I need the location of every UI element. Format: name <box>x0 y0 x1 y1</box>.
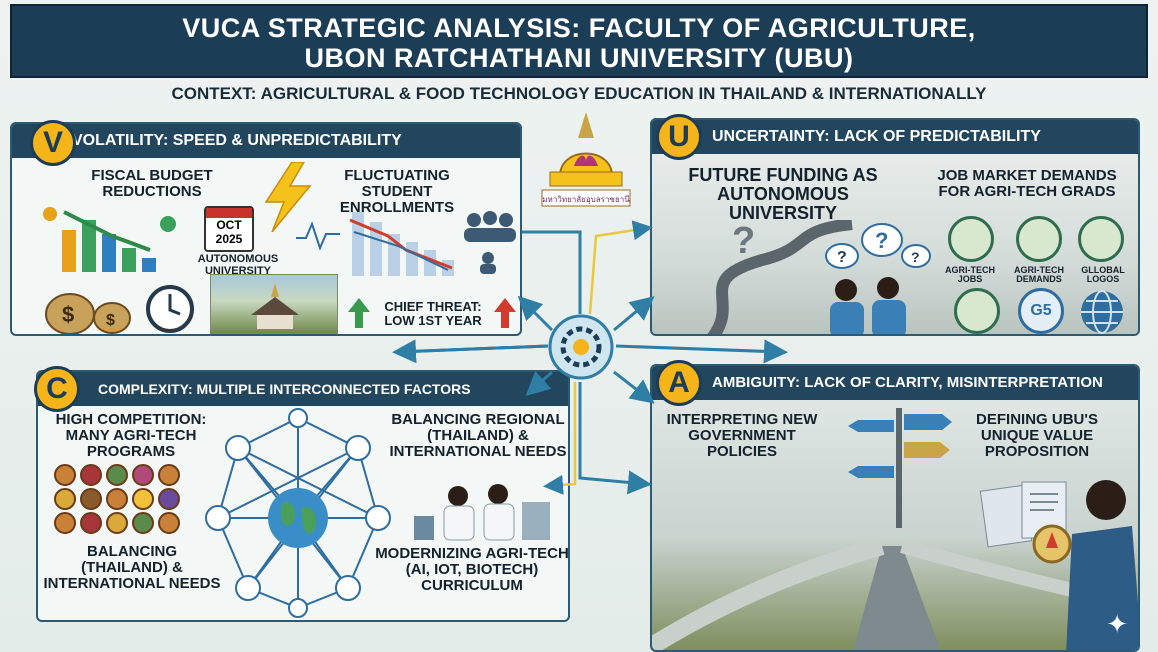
letter-v-badge: V <box>30 120 76 166</box>
svg-text:$: $ <box>62 302 74 327</box>
agri-tech-jobs-label: AGRI-TECH JOBS <box>945 265 995 285</box>
arrow-to-complexity <box>525 370 554 397</box>
clock-icon <box>146 285 194 333</box>
volatility-header: VOLATILITY: SPEED & UNPREDICTABILITY <box>12 124 520 158</box>
high-competition-label: HIGH COMPETITION: MANY AGRI-TECH PROGRAM… <box>55 411 207 460</box>
winding-road-icon <box>707 220 853 334</box>
arrow-down-link <box>578 382 652 495</box>
budget-chart-icon <box>43 207 176 272</box>
thinking-people-icon: ? ? ? <box>825 223 931 334</box>
arrow-to-ambiguity <box>613 370 655 404</box>
documents-icon <box>979 481 1067 548</box>
svg-text:?: ? <box>875 228 888 253</box>
calendar-month: OCT <box>216 218 242 232</box>
university-building-image <box>210 274 338 334</box>
job-market-label: JOB MARKET DEMANDS FOR AGRI-TECH GRADS <box>937 167 1117 200</box>
emblem-caption: มหาวิทยาลัยอุบลราชธานี <box>542 195 630 204</box>
enrollment-chart-icon <box>349 212 454 276</box>
volatility-keyword: VOLATILITY: <box>72 132 169 149</box>
arrow-top-link <box>522 230 582 314</box>
briefcase-icon <box>948 216 994 262</box>
svg-text:?: ? <box>837 249 847 266</box>
letter-a-badge: A <box>656 360 702 406</box>
title-line-2: UBON RATCHATHANI UNIVERSITY (UBU) <box>304 43 854 73</box>
up-arrow-icon <box>348 298 370 328</box>
man-with-compass-icon <box>1032 480 1138 650</box>
gear-hub-icon <box>548 314 614 380</box>
university-seal-icon <box>954 288 1000 334</box>
arrow-to-uncertainty <box>613 296 655 332</box>
signpost-icon <box>848 408 952 528</box>
budget-label: FISCAL BUDGET REDUCTIONS <box>91 167 213 200</box>
plant-hand-icon <box>1016 216 1062 262</box>
sparkle-icon: ✦ <box>1106 609 1128 639</box>
context-line: CONTEXT: AGRICULTURAL & FOOD TECHNOLOGY … <box>0 84 1158 104</box>
letter-u-badge: U <box>656 114 702 160</box>
compass-needle <box>1046 532 1058 548</box>
svg-text:$: $ <box>106 312 115 329</box>
students-icon <box>464 211 516 274</box>
scientists-icon <box>414 484 550 541</box>
context-label: CONTEXT: <box>171 84 257 103</box>
complexity-header: COMPLEXITY: MULTIPLE INTERCONNECTED FACT… <box>38 372 568 406</box>
red-up-arrow-icon <box>494 298 516 328</box>
calendar-icon: OCT 2025 <box>204 206 254 252</box>
complexity-keyword: COMPLEXITY: <box>98 381 193 397</box>
context-text: AGRICULTURAL & FOOD TECHNOLOGY EDUCATION… <box>260 84 987 103</box>
calendar-year: 2025 <box>215 232 243 246</box>
uncertainty-header: UNCERTAINTY: LACK OF PREDICTABILITY <box>652 120 1138 154</box>
program-seals-grid <box>54 464 202 534</box>
volatility-subtitle: SPEED & UNPREDICTABILITY <box>172 132 402 149</box>
arrow-to-volatility <box>517 295 554 332</box>
pulse-icon <box>296 221 340 250</box>
curriculum-label: MODERNIZING AGRI-TECH (AI, IoT, BIOTECH)… <box>375 545 569 594</box>
ambiguity-keyword: AMBIGUITY: <box>712 374 801 391</box>
agri-tech-demands-label: AGRI-TECH DEMANDS <box>1014 265 1064 285</box>
global-logos-label: GLLOBAL LOGOS <box>1081 265 1125 285</box>
chief-threat-label: CHIEF THREAT: LOW 1st YEAR <box>384 299 482 328</box>
future-funding-label: FUTURE FUNDING AS AUTONOMOUS UNIVERSITY <box>688 165 878 223</box>
ambiguity-subtitle: LACK OF CLARITY, MISINTERPRETATION <box>804 374 1103 391</box>
uncertainty-keyword: UNCERTAINTY: <box>712 128 830 145</box>
uncertainty-subtitle: LACK OF PREDICTABILITY <box>834 128 1041 145</box>
question-mark-icon: ? <box>732 220 756 262</box>
svg-text:?: ? <box>911 249 920 265</box>
balancing-regional-label: BALANCING REGIONAL (THAILAND) & INTERNAT… <box>389 411 567 460</box>
government-policies-label: INTERPRETING NEW GOVERNMENT POLICIES <box>666 411 818 460</box>
yellow-link-bottom <box>543 382 577 495</box>
balancing-bottom-label: BALANCING (THAILAND) & INTERNATIONAL NEE… <box>43 543 221 592</box>
global-seal-icon <box>1078 216 1124 262</box>
sdg-badge-text: G5 <box>1030 302 1052 319</box>
globe-icon <box>1081 290 1123 334</box>
money-bag-icon: $ $ <box>45 293 131 334</box>
network-globe-icon <box>205 408 391 618</box>
letter-c-badge: C <box>34 366 80 412</box>
title-line-1: VUCA STRATEGIC ANALYSIS: FACULTY OF AGRI… <box>182 13 976 43</box>
ambiguity-header: AMBIGUITY: LACK OF CLARITY, MISINTERPRET… <box>652 366 1138 400</box>
sdg-badge-icon: G5 <box>1018 288 1064 334</box>
complexity-subtitle: MULTIPLE INTERCONNECTED FACTORS <box>196 381 471 397</box>
ambiguity-panel: AMBIGUITY: LACK OF CLARITY, MISINTERPRET… <box>650 364 1140 652</box>
enrollment-label: FLUCTUATING STUDENT ENROLLMENTS <box>339 167 455 216</box>
university-emblem-icon: มหาวิทยาลัยอุบลราชธานี <box>541 112 631 207</box>
lightning-icon <box>264 162 312 232</box>
volatility-panel: VOLATILITY: SPEED & UNPREDICTABILITY FIS… <box>10 122 522 336</box>
unique-value-label: DEFINING UBU'S UNIQUE VALUE PROPOSITION <box>976 411 1098 460</box>
yellow-link-top <box>588 220 653 315</box>
uncertainty-panel: UNCERTAINTY: LACK OF PREDICTABILITY FUTU… <box>650 118 1140 336</box>
arrow-center-line-left <box>392 339 549 364</box>
complexity-panel: COMPLEXITY: MULTIPLE INTERCONNECTED FACT… <box>36 370 570 622</box>
title-banner: VUCA STRATEGIC ANALYSIS: FACULTY OF AGRI… <box>10 4 1148 78</box>
